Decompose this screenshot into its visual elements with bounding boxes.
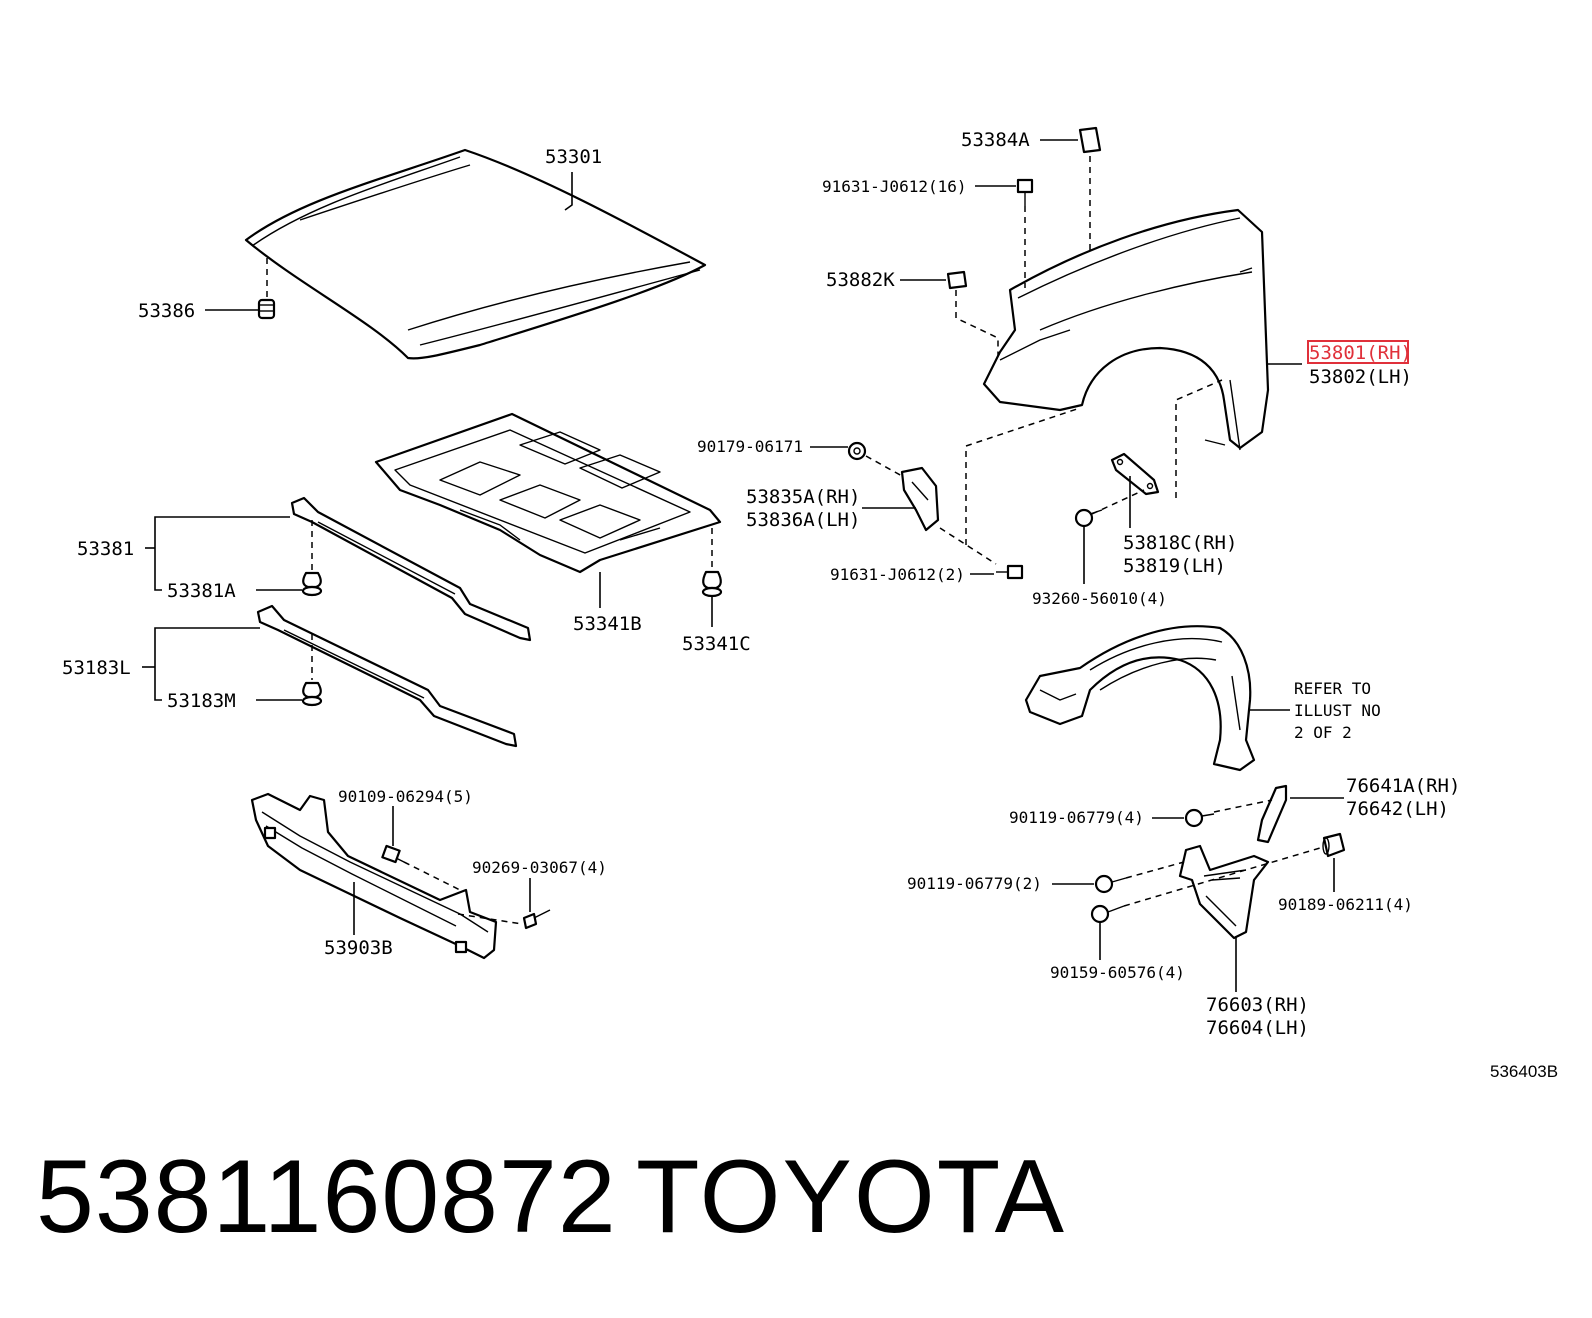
reinforcement-53903b-drawing	[250, 792, 498, 960]
screw-90159-drawing	[1090, 904, 1125, 924]
bolt-91631-top-drawing	[1016, 178, 1034, 206]
undercover-drawing	[374, 412, 722, 574]
hood-cushion-drawing	[257, 298, 276, 320]
label-nut-90189: 90189-06211(4)	[1278, 895, 1413, 914]
footer-brand: TOYOTA	[636, 1139, 1066, 1255]
label-undercover: 53341B	[573, 613, 642, 635]
label-fender-rh[interactable]: 53801(RH)	[1309, 342, 1412, 364]
screw-93260-drawing	[1074, 508, 1103, 528]
label-clip-53381a: 53381A	[167, 580, 236, 602]
label-support-53183l: 53183L	[62, 657, 131, 679]
seal-53882k-drawing	[946, 270, 968, 290]
clip-53381a-drawing	[301, 571, 323, 597]
label-stay-lh: 53819(LH)	[1123, 555, 1226, 577]
label-bracket-rh: 53835A(RH)	[746, 486, 860, 508]
label-bolt-91631-top: 91631-J0612(16)	[822, 177, 967, 196]
label-mudguard-bracket-lh: 76642(LH)	[1346, 798, 1449, 820]
screw-90119-b-drawing	[1094, 874, 1127, 894]
label-screw-90159: 90159-60576(4)	[1050, 963, 1185, 982]
mudguard-drawing	[1178, 844, 1270, 940]
footer-part-number: 5381160872	[36, 1139, 617, 1255]
bracket-53835a-drawing	[900, 466, 940, 532]
label-support-53381: 53381	[77, 538, 134, 560]
clip-53183m-drawing	[301, 681, 323, 707]
label-bolt-90109: 90109-06294(5)	[338, 787, 473, 806]
label-mudguard-bracket-rh: 76641A(RH)	[1346, 775, 1460, 797]
label-seal-53882k: 53882K	[826, 269, 895, 291]
label-stay-rh: 53818C(RH)	[1123, 532, 1237, 554]
label-mudguard-lh: 76604(LH)	[1206, 1017, 1309, 1039]
label-clip-53341c: 53341C	[682, 633, 751, 655]
refer-note-line3: 2 OF 2	[1294, 723, 1352, 742]
highlight-box	[1307, 340, 1409, 364]
nut-90179-drawing	[847, 441, 867, 461]
label-bracket-lh: 53836A(LH)	[746, 509, 860, 531]
clip-53341c-drawing	[701, 570, 723, 598]
label-seal-53384a: 53384A	[961, 129, 1030, 151]
label-bolt-91631-bottom: 91631-J0612(2)	[830, 565, 965, 584]
label-clip-90269: 90269-03067(4)	[472, 858, 607, 877]
label-hood-cushion: 53386	[138, 300, 195, 322]
illustration-id: 536403B	[1490, 1062, 1558, 1081]
bolt-91631-bottom-drawing	[996, 564, 1024, 580]
label-fender-lh: 53802(LH)	[1309, 366, 1412, 388]
nut-90189-drawing	[1322, 832, 1346, 858]
label-screw-90119-a: 90119-06779(4)	[1009, 808, 1144, 827]
refer-note-line1: REFER TO	[1294, 679, 1371, 698]
clip-90269-drawing	[522, 909, 551, 930]
stay-53818c-drawing	[1110, 452, 1160, 496]
label-hood: 53301	[545, 146, 602, 168]
seal-53384a-drawing	[1078, 126, 1102, 154]
bolt-90109-drawing	[381, 844, 409, 865]
label-reinforcement-53903b: 53903B	[324, 937, 393, 959]
label-screw-93260: 93260-56010(4)	[1032, 589, 1167, 608]
label-clip-53183m: 53183M	[167, 690, 236, 712]
label-screw-90119-b: 90119-06779(2)	[907, 874, 1042, 893]
screw-90119-a-drawing	[1184, 808, 1215, 828]
refer-note-line2: ILLUST NO	[1294, 701, 1381, 720]
fender-liner-drawing	[1024, 625, 1256, 772]
mudguard-bracket-drawing	[1256, 784, 1288, 844]
hood-drawing	[244, 148, 707, 360]
label-nut-90179: 90179-06171	[697, 437, 803, 456]
label-mudguard-rh: 76603(RH)	[1206, 994, 1309, 1016]
fender-drawing	[982, 208, 1270, 451]
support-53183l-drawing	[256, 604, 518, 748]
